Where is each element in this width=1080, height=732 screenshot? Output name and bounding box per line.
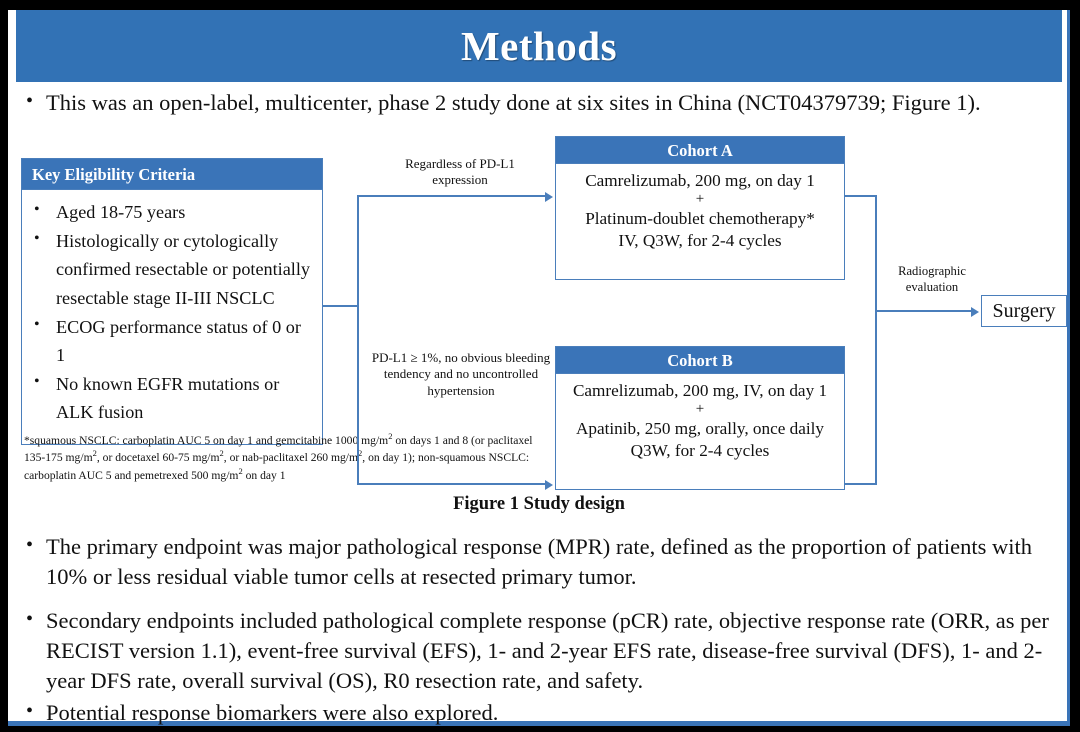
arrow-to-cohort-a-icon [545,192,553,202]
cohort-a-box: Cohort A Camrelizumab, 200 mg, on day 1 … [555,136,845,280]
slide-canvas: Methods • This was an open-label, multic… [8,10,1070,726]
cohort-b-box: Cohort B Camrelizumab, 200 mg, IV, on da… [555,346,845,490]
bullet-marker: • [26,90,34,112]
label-radiographic-evaluation: Radiographic evaluation [898,264,966,294]
eligibility-item-text: ECOG performance status of 0 or 1 [56,316,301,366]
cohort-a-body: Camrelizumab, 200 mg, on day 1 + Platinu… [555,164,845,280]
figure-caption: Figure 1 Study design [453,494,625,514]
list-item: • Aged 18-75 years [30,198,314,226]
bullet-secondary-endpoints: • Secondary endpoints included pathologi… [26,606,1056,696]
eligibility-header: Key Eligibility Criteria [21,158,323,190]
cohort-b-plus: + [695,401,705,418]
cohort-a-line1: Camrelizumab, 200 mg, on day 1 [585,171,815,190]
connector-merge-vertical [875,195,877,485]
bullet-secondary-endpoints-text: Secondary endpoints included pathologica… [46,608,1049,694]
bullet-intro: • This was an open-label, multicenter, p… [26,88,1056,118]
bullet-marker: • [26,608,34,630]
cohort-b-line1: Camrelizumab, 200 mg, IV, on day 1 [572,381,828,400]
connector-to-cohort-b [357,483,547,485]
label-regardless-pdl1: Regardless of PD-L1 expression [405,156,515,188]
cohort-a-line2: Platinum-doublet chemotherapy* [585,208,815,228]
footnote-seg: , on day 1); non-squamous NSCLC: carbopl… [24,451,530,482]
eligibility-body: • Aged 18-75 years • Histologically or c… [21,190,323,445]
footnote-sup: 2 [358,448,363,459]
connector-to-surgery [875,310,973,312]
cohort-a-plus: + [695,191,705,208]
chemotherapy-footnote: *squamous NSCLC: carboplatin AUC 5 on da… [24,431,554,483]
footnote-sup: 2 [92,448,97,459]
label-pdl1-criteria: PD-L1 ≥ 1%, no obvious bleeding tendency… [371,350,551,398]
title-banner: Methods [16,10,1062,82]
bullet-biomarkers: • Potential response biomarkers were als… [26,698,1056,728]
surgery-label: Surgery [992,299,1056,322]
cohort-b-line2: Apatinib, 250 mg, orally, once daily [575,418,825,438]
footnote-sup: 2 [238,465,243,476]
cohort-b-line3: Q3W, for 2-4 cycles [630,440,770,460]
eligibility-item-text: Histologically or cytologically confirme… [56,231,311,308]
footnote-sup: 2 [388,431,393,441]
footnote-seg: *squamous NSCLC: carboplatin AUC 5 on da… [24,433,389,447]
connector-split-vertical [357,195,359,485]
bullet-biomarkers-text: Potential response biomarkers were also … [46,700,499,725]
page-title: Methods [460,23,618,69]
cohort-a-header: Cohort A [555,136,845,164]
footnote-sup: 2 [219,448,224,459]
footnote-seg: on day 1 [242,468,286,482]
cohort-b-body: Camrelizumab, 200 mg, IV, on day 1 + Apa… [555,374,845,490]
surgery-box: Surgery [981,295,1067,327]
connector-cohort-a-out [845,195,877,197]
footnote-seg: , or docetaxel 60-75 mg/m [96,451,220,465]
list-item: • ECOG performance status of 0 or 1 [30,313,314,369]
cohort-a-line3: IV, Q3W, for 2-4 cycles [618,230,782,250]
eligibility-item-text: Aged 18-75 years [56,202,186,222]
arrow-to-cohort-b-icon [545,480,553,490]
study-design-figure: Key Eligibility Criteria • Aged 18-75 ye… [8,128,1070,518]
bullet-primary-endpoint: • The primary endpoint was major patholo… [26,532,1056,592]
bullet-primary-endpoint-text: The primary endpoint was major pathologi… [46,534,1033,590]
connector-cohort-b-out [845,483,877,485]
footnote-seg: on days 1 and 8 (or paclitaxel 135-175 m… [24,433,533,465]
bullet-marker: • [26,700,34,722]
bullet-marker: • [34,230,40,248]
footnote-seg: , or nab-paclitaxel 260 mg/m [223,451,359,465]
list-item: • Histologically or cytologically confir… [30,227,314,312]
bullet-marker: • [34,201,40,218]
bullet-marker: • [26,534,34,556]
eligibility-item-text: No known EGFR mutations or ALK fusion [56,374,280,423]
connector-elig-stem [323,305,359,307]
connector-to-cohort-a [357,195,547,197]
bullet-intro-text: This was an open-label, multicenter, pha… [46,90,981,115]
bullet-marker: • [34,315,40,333]
arrow-to-surgery-icon [971,307,979,317]
bullet-marker: • [34,373,40,391]
eligibility-criteria-box: Key Eligibility Criteria • Aged 18-75 ye… [21,158,323,445]
list-item: • No known EGFR mutations or ALK fusion [30,370,314,426]
cohort-b-header: Cohort B [555,346,845,374]
